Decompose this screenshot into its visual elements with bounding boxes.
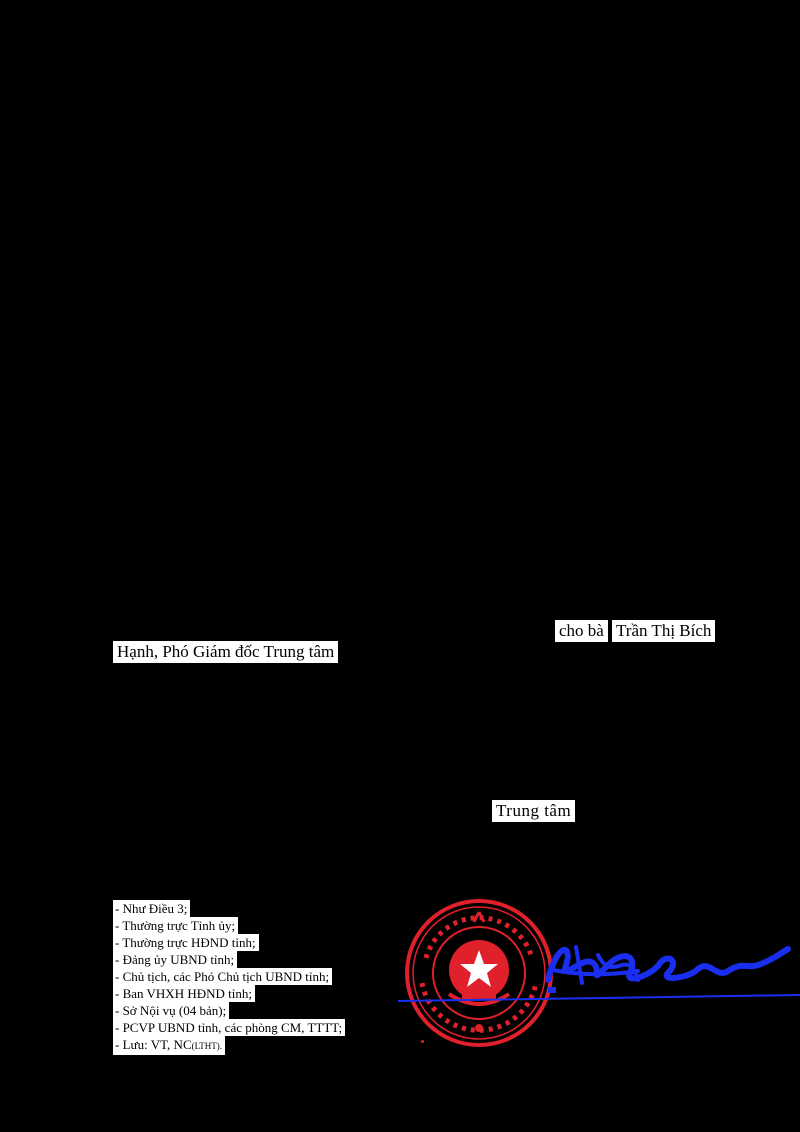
text-fragment-name: Trần Thị Bích [612, 620, 716, 642]
seal-ink-dot [421, 1040, 424, 1043]
recipient-item-archive: - Lưu: VT, NC(LTHT). [113, 1036, 226, 1055]
state-seal-icon [405, 899, 553, 1047]
recipient-item: - Chủ tịch, các Phó Chủ tịch UBND tỉnh; [113, 968, 333, 985]
recipient-item: - Thường trực Tỉnh ủy; [113, 917, 239, 934]
recipient-list: - Như Điều 3; - Thường trực Tỉnh ủy; - T… [113, 900, 379, 1055]
text-fragment-cho-ba: cho bà [555, 620, 608, 642]
recipient-item: - PCVP UBND tỉnh, các phòng CM, TTTT; [113, 1019, 346, 1036]
recipient-item: - Ban VHXH HĐND tỉnh; [113, 985, 255, 1002]
text-fragment-position: Hạnh, Phó Giám đốc Trung tâm [113, 641, 339, 663]
recipient-item: - Như Điều 3; [113, 900, 191, 917]
recipient-item: - Đảng ủy UBND tỉnh; [113, 951, 238, 968]
archive-suffix: (LTHT). [191, 1041, 223, 1051]
recipient-item: - Sở Nội vụ (04 bản); [113, 1002, 230, 1019]
text-fragment-trung-tam: Trung tâm [492, 800, 576, 822]
archive-label: - Lưu: VT, NC [115, 1037, 192, 1052]
recipient-item: - Thường trực HĐND tỉnh; [113, 934, 259, 951]
signature-icon [398, 945, 800, 1002]
